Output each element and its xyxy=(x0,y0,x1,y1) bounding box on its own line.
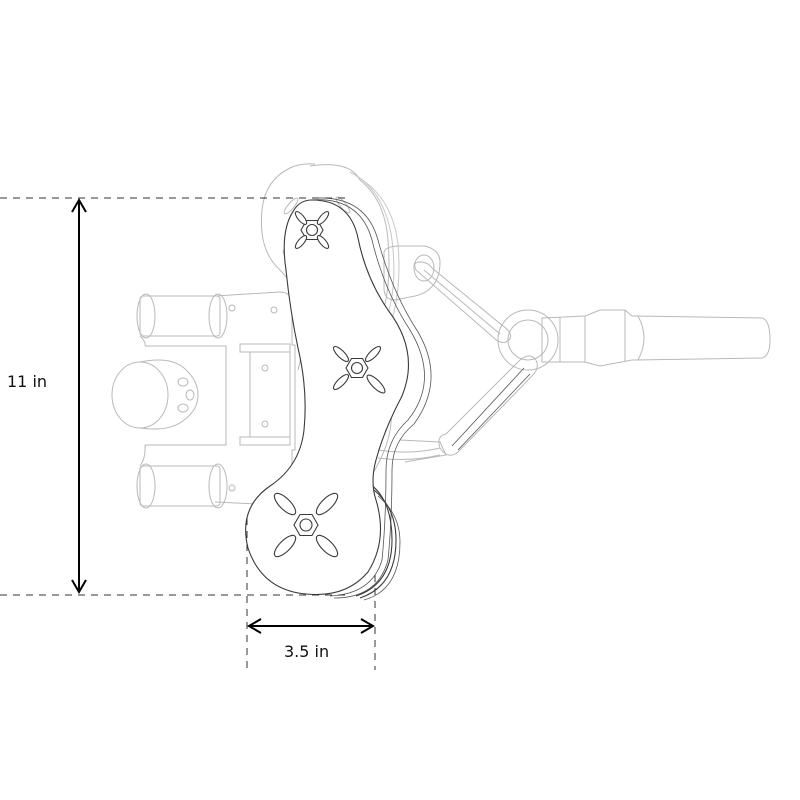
o-ring xyxy=(497,309,559,371)
cable xyxy=(377,439,447,463)
middle-pulley-nut xyxy=(332,345,386,394)
knob xyxy=(111,359,199,430)
arrow-up-icon xyxy=(71,198,87,213)
handle xyxy=(541,309,771,367)
upper-carabiner xyxy=(414,261,512,343)
arrow-right-icon xyxy=(360,618,375,634)
top-pulley-nut xyxy=(294,211,330,249)
height-dimension xyxy=(0,197,350,596)
arrow-down-icon xyxy=(71,579,87,594)
height-dimension-label: 11 in xyxy=(7,372,48,391)
width-dimension xyxy=(246,518,376,670)
upper-bracket xyxy=(383,245,441,301)
pulley-plate xyxy=(245,197,432,601)
lower-carabiner xyxy=(438,355,538,456)
wall-mount-bracket xyxy=(136,291,296,509)
width-dimension-label: 3.5 in xyxy=(284,642,330,661)
bottom-pulley-nut xyxy=(273,492,339,558)
arrow-left-icon xyxy=(247,618,262,634)
